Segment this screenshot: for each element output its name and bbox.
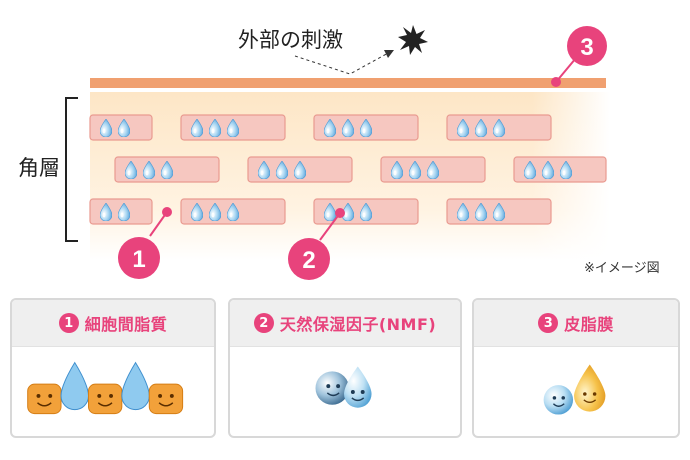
illustration-note: ※イメージ図 xyxy=(584,261,660,276)
stimulus-burst-icon xyxy=(398,25,428,55)
panel-number-badge: 3 xyxy=(538,313,559,333)
panel-title: 天然保湿因子(NMF) xyxy=(279,315,437,334)
panel-title: 皮脂膜 xyxy=(564,315,614,334)
lipid-block-character xyxy=(148,383,184,415)
skin-cell xyxy=(513,156,607,183)
skin-diagram: 1 2 3 xyxy=(65,25,610,280)
water-drop-character xyxy=(60,361,89,411)
marker-2-number: 2 xyxy=(302,247,315,274)
nmf-ball-character xyxy=(315,371,349,405)
stratum-corneum-bracket xyxy=(65,97,78,242)
panel-intercellular-lipid: 1 細胞間脂質 xyxy=(10,298,216,438)
intercellular-lipid-marker-dot xyxy=(162,207,172,217)
panel-header: 3 皮脂膜 xyxy=(474,300,678,347)
external-stimulus-label: 外部の刺激 xyxy=(238,28,343,52)
nmf-marker-dot xyxy=(335,208,345,218)
panel-title: 細胞間脂質 xyxy=(84,315,168,334)
sebum-film-marker-dot xyxy=(551,77,561,87)
stratum-corneum-label: 角層 xyxy=(18,156,60,180)
marker-1-number: 1 xyxy=(132,246,145,273)
oil-drop-character xyxy=(574,364,606,412)
lipid-characters-illustration xyxy=(27,361,184,415)
panel-sebum-film: 3 皮脂膜 xyxy=(472,298,680,438)
marker-3-number: 3 xyxy=(580,34,593,61)
lipid-block-character xyxy=(27,383,62,415)
lipid-block-character xyxy=(87,383,123,415)
panel-number-badge: 2 xyxy=(253,313,274,333)
marker-1-circle xyxy=(118,237,160,279)
panel-header: 2 天然保湿因子(NMF) xyxy=(230,300,460,347)
marker-3-circle xyxy=(567,26,607,66)
water-drop-character xyxy=(121,361,150,411)
cell-rows xyxy=(89,114,607,225)
panel-nmf: 2 天然保湿因子(NMF) xyxy=(228,298,462,438)
nmf-drop-character xyxy=(344,366,372,408)
sebum-film-layer xyxy=(90,78,606,88)
panel-number-badge: 1 xyxy=(58,313,79,333)
nmf-characters-illustration xyxy=(315,366,372,408)
marker-2-circle xyxy=(288,238,330,280)
panel-header: 1 細胞間脂質 xyxy=(12,300,214,347)
sebum-characters-illustration xyxy=(543,364,606,415)
stimulus-arrow xyxy=(294,51,391,75)
water-ball-character xyxy=(543,385,574,415)
